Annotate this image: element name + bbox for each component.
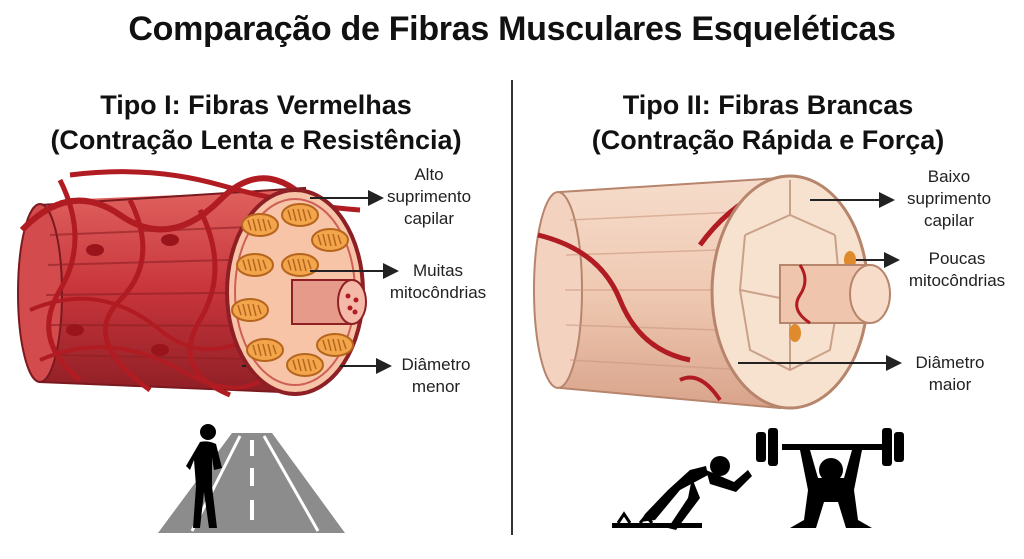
left-title-line2: (Contração Lenta e Resistência) xyxy=(50,125,462,155)
label-larger-diameter: Diâmetro maior xyxy=(915,353,985,394)
weightlifter-icon xyxy=(756,428,904,528)
label-many-mitochondria: Muitas mitocôndrias xyxy=(389,261,487,302)
panel-divider xyxy=(511,80,513,535)
label-low-capillary: Baixo suprimento capilar xyxy=(906,167,992,230)
label-smaller-diameter: Diâmetro menor xyxy=(401,355,471,396)
right-panel-title: Tipo II: Fibras Brancas (Contração Rápid… xyxy=(530,88,1006,158)
label-few-mitochondria: Poucas mitocôndrias xyxy=(908,249,1006,290)
right-title-line1: Tipo II: Fibras Brancas xyxy=(622,90,914,120)
sprinter-icon xyxy=(612,456,752,530)
red-fiber-cross-section xyxy=(225,188,367,396)
label-high-capillary: Alto suprimento capilar xyxy=(386,165,472,228)
right-title-line2: (Contração Rápida e Força) xyxy=(591,125,945,155)
runner-on-road-icon xyxy=(158,424,345,533)
left-title-line1: Tipo I: Fibras Vermelhas xyxy=(100,90,412,120)
left-panel-title: Tipo I: Fibras Vermelhas (Contração Lent… xyxy=(20,88,492,158)
page-title: Comparação de Fibras Musculares Esquelét… xyxy=(128,10,896,48)
white-fiber-cross-section xyxy=(710,174,891,410)
